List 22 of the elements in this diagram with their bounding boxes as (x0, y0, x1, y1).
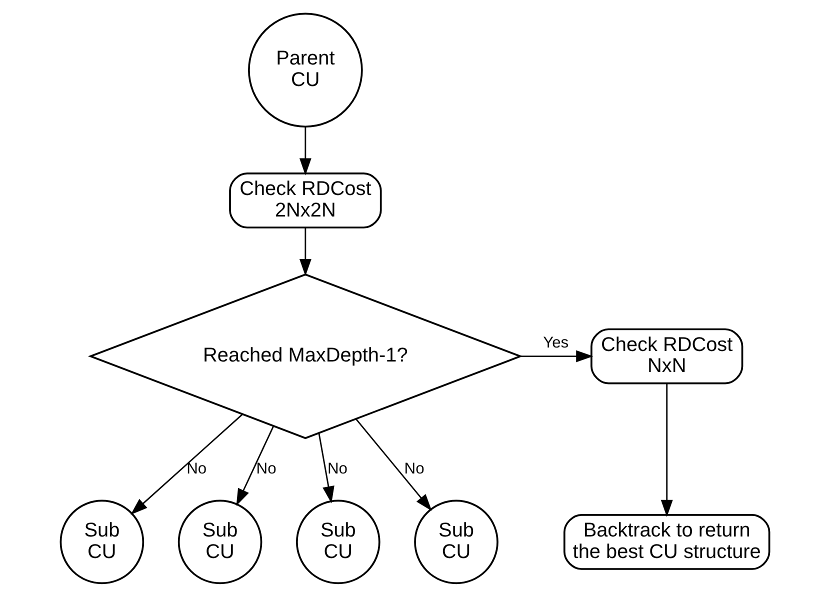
node-box: Check RDCost 2Nx2N (229, 172, 382, 228)
node-circle: Sub CU (60, 500, 144, 584)
arrow (299, 228, 312, 276)
node-circle: Sub CU (178, 500, 262, 584)
edge-label: No (404, 460, 424, 478)
arrow (660, 384, 673, 518)
node-circle: Parent CU (248, 12, 363, 128)
edge-label: Yes (543, 334, 569, 352)
edge-label: No (327, 460, 348, 478)
edge-label: No (256, 460, 276, 478)
arrow (130, 414, 243, 515)
edge-label: No (186, 460, 207, 478)
arrow (299, 126, 312, 176)
node-box: Backtrack to return the best CU structure (563, 514, 770, 570)
node-box: Check RDCost NxN (590, 328, 744, 384)
node-circle: Sub CU (414, 500, 498, 584)
arrow (520, 350, 594, 362)
arrow (236, 426, 274, 506)
node-diamond: Reached MaxDepth-1? (88, 273, 523, 440)
node-circle: Sub CU (296, 500, 380, 584)
arrow (318, 433, 334, 504)
arrow (356, 418, 432, 511)
